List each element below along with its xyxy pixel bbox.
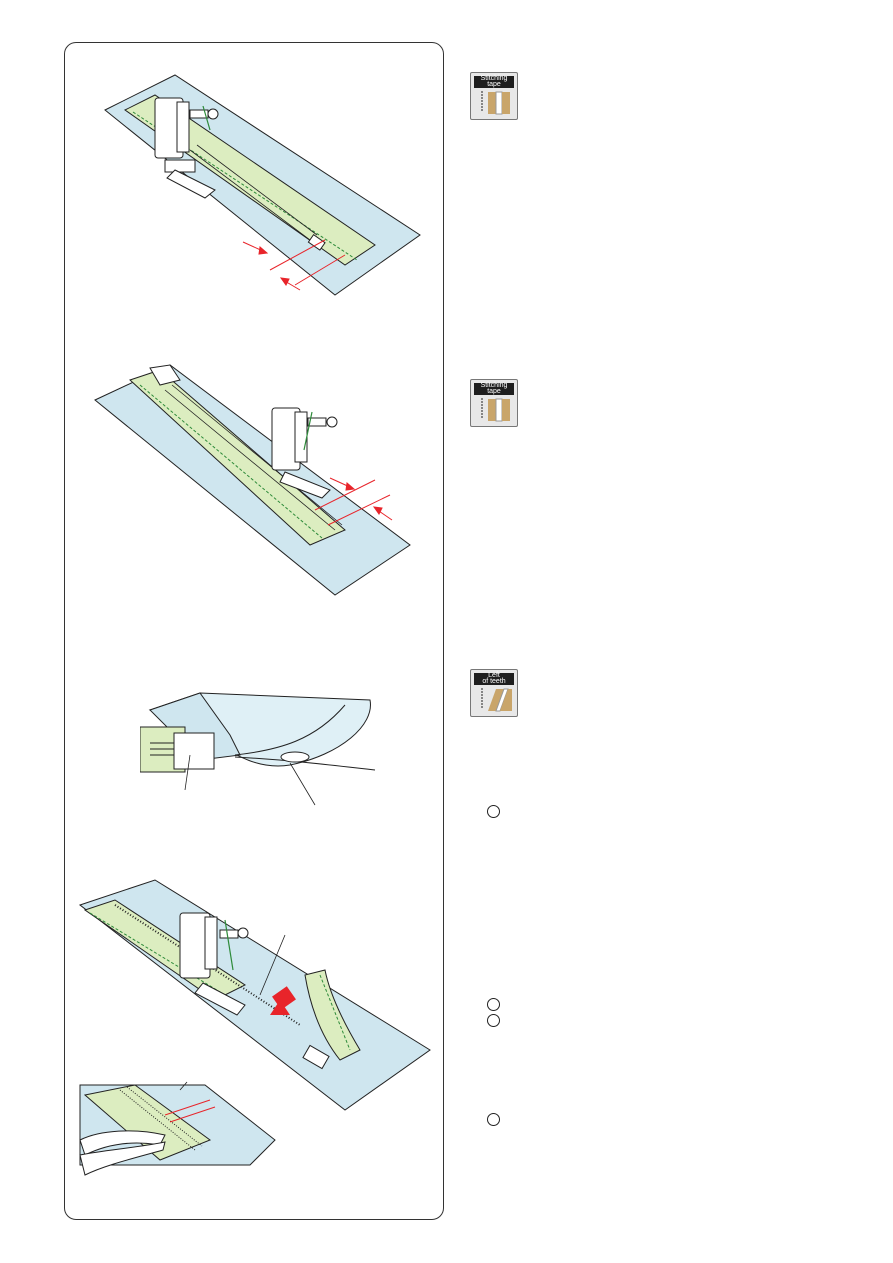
figure-1-stitching-tape: [104, 74, 421, 296]
figure-2-stitching-tape: [94, 364, 411, 596]
figure-3-zipper-end: [140, 692, 376, 806]
figure-4-left-of-teeth: [78, 879, 431, 1111]
figure-5-inset-pliers: [79, 1081, 276, 1176]
step-marker: [487, 998, 500, 1011]
step-marker: [487, 805, 500, 818]
step-marker: [487, 1014, 500, 1027]
illustration-panel: [64, 42, 444, 1220]
step-marker: [487, 1113, 500, 1126]
